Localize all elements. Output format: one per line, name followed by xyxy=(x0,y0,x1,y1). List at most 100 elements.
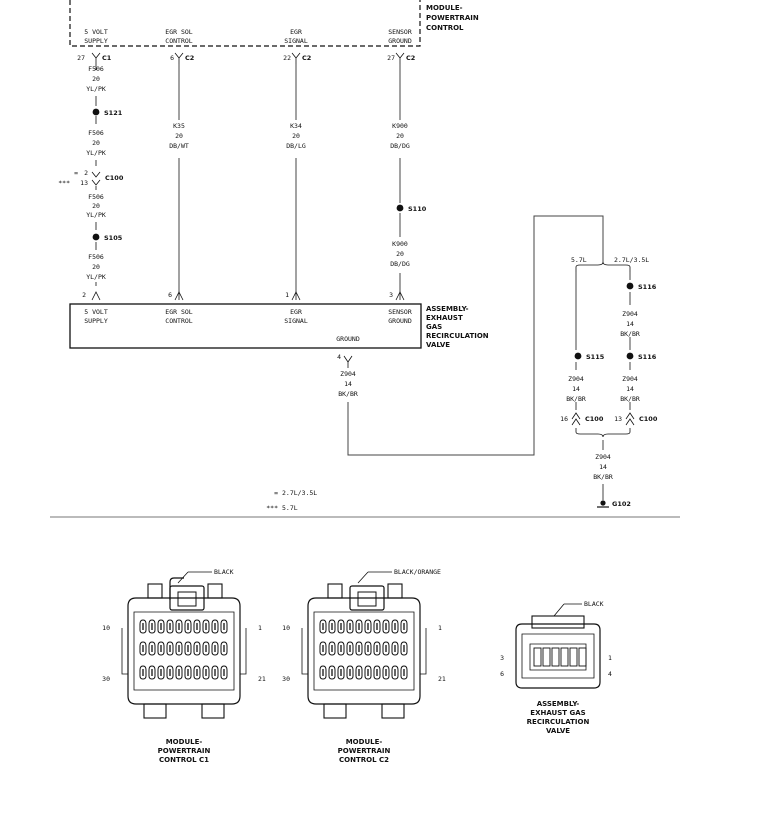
egr-pin-label: EGR SOL xyxy=(165,308,192,316)
connector-pin-label: 1 xyxy=(258,624,262,632)
wire-code: Z904 xyxy=(568,375,584,383)
pcm-module: MODULE- POWERTRAIN CONTROL 5 VOLT SUPPLY… xyxy=(69,0,479,64)
splice-dot xyxy=(626,282,634,290)
egr-pin-label: GROUND xyxy=(388,317,412,325)
connector-color-label: BLACK/ORANGE xyxy=(394,568,441,576)
egr-title-line2: EXHAUST xyxy=(426,314,463,322)
wire-egr-signal: K34 20 DB/LG xyxy=(286,64,306,300)
wire-color: YL/PK xyxy=(86,85,106,93)
wire-color: DB/LG xyxy=(286,142,306,150)
wire-sensor-ground: K900 20 DB/DG S110 K900 20 DB/DG xyxy=(390,64,427,300)
connector-color-label: BLACK xyxy=(214,568,234,576)
branch-label-right: 2.7L/3.5L xyxy=(614,256,649,264)
legend-mark: *** xyxy=(266,504,278,512)
egr-title-line1: ASSEMBLY- xyxy=(426,305,469,313)
egr-pin-label: EGR xyxy=(290,308,302,316)
wire-color: YL/PK xyxy=(86,211,106,219)
egr-pin-label: SUPPLY xyxy=(84,317,108,325)
wire-gauge: 20 xyxy=(92,202,100,210)
pcm-connector-id: C2 xyxy=(185,54,194,62)
connector-title: MODULE- xyxy=(166,738,203,746)
wire-gauge: 20 xyxy=(92,263,100,271)
wire-egr-ground: Z904 14 BK/BR xyxy=(338,215,604,456)
egr-valve-assembly: 2 6 1 3 5 VOLT SUPPLY EGR SOL CONTROL EG… xyxy=(69,291,489,368)
wire-code: F506 xyxy=(88,253,104,261)
egr-title-line3: GAS xyxy=(426,323,442,331)
splice-dot xyxy=(92,108,100,116)
egr-pin-label: SENSOR xyxy=(388,308,412,316)
pcm-title-line3: CONTROL xyxy=(426,24,464,32)
connector-pin-label: 10 xyxy=(282,624,290,632)
egr-pin-label: 5 VOLT xyxy=(84,308,108,316)
pcm-pin-label: GROUND xyxy=(388,37,412,45)
wire-gauge: 20 xyxy=(92,139,100,147)
wire-gauge: 20 xyxy=(292,132,300,140)
splice-label: S121 xyxy=(104,109,123,117)
pcm-connector-id: C2 xyxy=(302,54,311,62)
wire-gauge: 20 xyxy=(175,132,183,140)
connector-pin-label: 21 xyxy=(438,675,446,683)
splice-dot xyxy=(574,352,582,360)
pcm-title-line1: MODULE- xyxy=(426,4,463,12)
wire-code: F506 xyxy=(88,129,104,137)
wire-color: BK/BR xyxy=(620,395,640,403)
wire-code: F506 xyxy=(88,193,104,201)
wire-egr-sol-control: K35 20 DB/WT xyxy=(169,64,189,300)
pcm-pin-number: 22 xyxy=(283,54,291,62)
pcm-pin-label: SENSOR xyxy=(388,28,412,36)
pcm-pin-number: 6 xyxy=(170,54,174,62)
wire-gauge: 20 xyxy=(92,75,100,83)
wire-code: F506 xyxy=(88,65,104,73)
c100-mark: *** xyxy=(58,179,70,187)
egr-title-line4: RECIRCULATION xyxy=(426,332,489,340)
connector-title: VALVE xyxy=(546,727,570,735)
wire-color: BK/BR xyxy=(593,473,613,481)
pcm-title-line2: POWERTRAIN xyxy=(426,14,479,22)
wire-gauge: 14 xyxy=(626,320,634,328)
egr-title-line5: VALVE xyxy=(426,341,450,349)
egr-ground-label: GROUND xyxy=(336,335,360,343)
wire-code: Z904 xyxy=(622,375,638,383)
wire-code: K900 xyxy=(392,122,408,130)
connector-pin-label: 4 xyxy=(608,670,612,678)
legend: = 2.7L/3.5L *** 5.7L xyxy=(266,489,317,512)
connector-pin-label: 30 xyxy=(102,675,110,683)
wire-color: BK/BR xyxy=(566,395,586,403)
connector-pin-label: 6 xyxy=(500,670,504,678)
wire-color: DB/WT xyxy=(169,142,189,150)
egr-pin-number: 3 xyxy=(389,291,393,299)
wire-color: YL/PK xyxy=(86,273,106,281)
connector-title: POWERTRAIN xyxy=(158,747,211,755)
egr-pin-label: SIGNAL xyxy=(284,317,308,325)
wire-color: BK/BR xyxy=(338,390,358,398)
wire-gauge: 14 xyxy=(599,463,607,471)
wire-code: Z904 xyxy=(340,370,356,378)
pcm-pin-label: EGR xyxy=(290,28,302,36)
connector-pin-label: 1 xyxy=(438,624,442,632)
connector-pin-label: 30 xyxy=(282,675,290,683)
branch-label-left: 5.7L xyxy=(571,256,587,264)
wire-color: DB/DG xyxy=(390,260,410,268)
wire-gauge: 14 xyxy=(572,385,580,393)
wire-gauge: 14 xyxy=(344,380,352,388)
c100-pin: 13 xyxy=(80,179,88,187)
wire-code: K35 xyxy=(173,122,185,130)
legend-text: 5.7L xyxy=(282,504,298,512)
wire-gauge: 20 xyxy=(396,250,404,258)
wire-color: BK/BR xyxy=(620,330,640,338)
wire-code: Z904 xyxy=(595,453,611,461)
connector-title: ASSEMBLY- xyxy=(537,700,580,708)
egr-pin-number: 2 xyxy=(82,291,86,299)
connector-pcm-c2: BLACK/ORANGE 10 1 30 21 MODULE- POWERTRA… xyxy=(282,568,446,764)
wire-color: YL/PK xyxy=(86,149,106,157)
c100-pin: 13 xyxy=(614,415,622,423)
pcm-pin-label: SIGNAL xyxy=(284,37,308,45)
splice-label: S105 xyxy=(104,234,123,242)
splice-dot xyxy=(92,233,100,241)
pcm-pin-label: EGR SOL xyxy=(165,28,192,36)
pcm-pin-number: 27 xyxy=(77,54,85,62)
legend-text: 2.7L/3.5L xyxy=(282,489,317,497)
pcm-pin-label: 5 VOLT xyxy=(84,28,108,36)
connector-title: CONTROL C1 xyxy=(159,756,209,764)
egr-pin-number: 1 xyxy=(285,291,289,299)
